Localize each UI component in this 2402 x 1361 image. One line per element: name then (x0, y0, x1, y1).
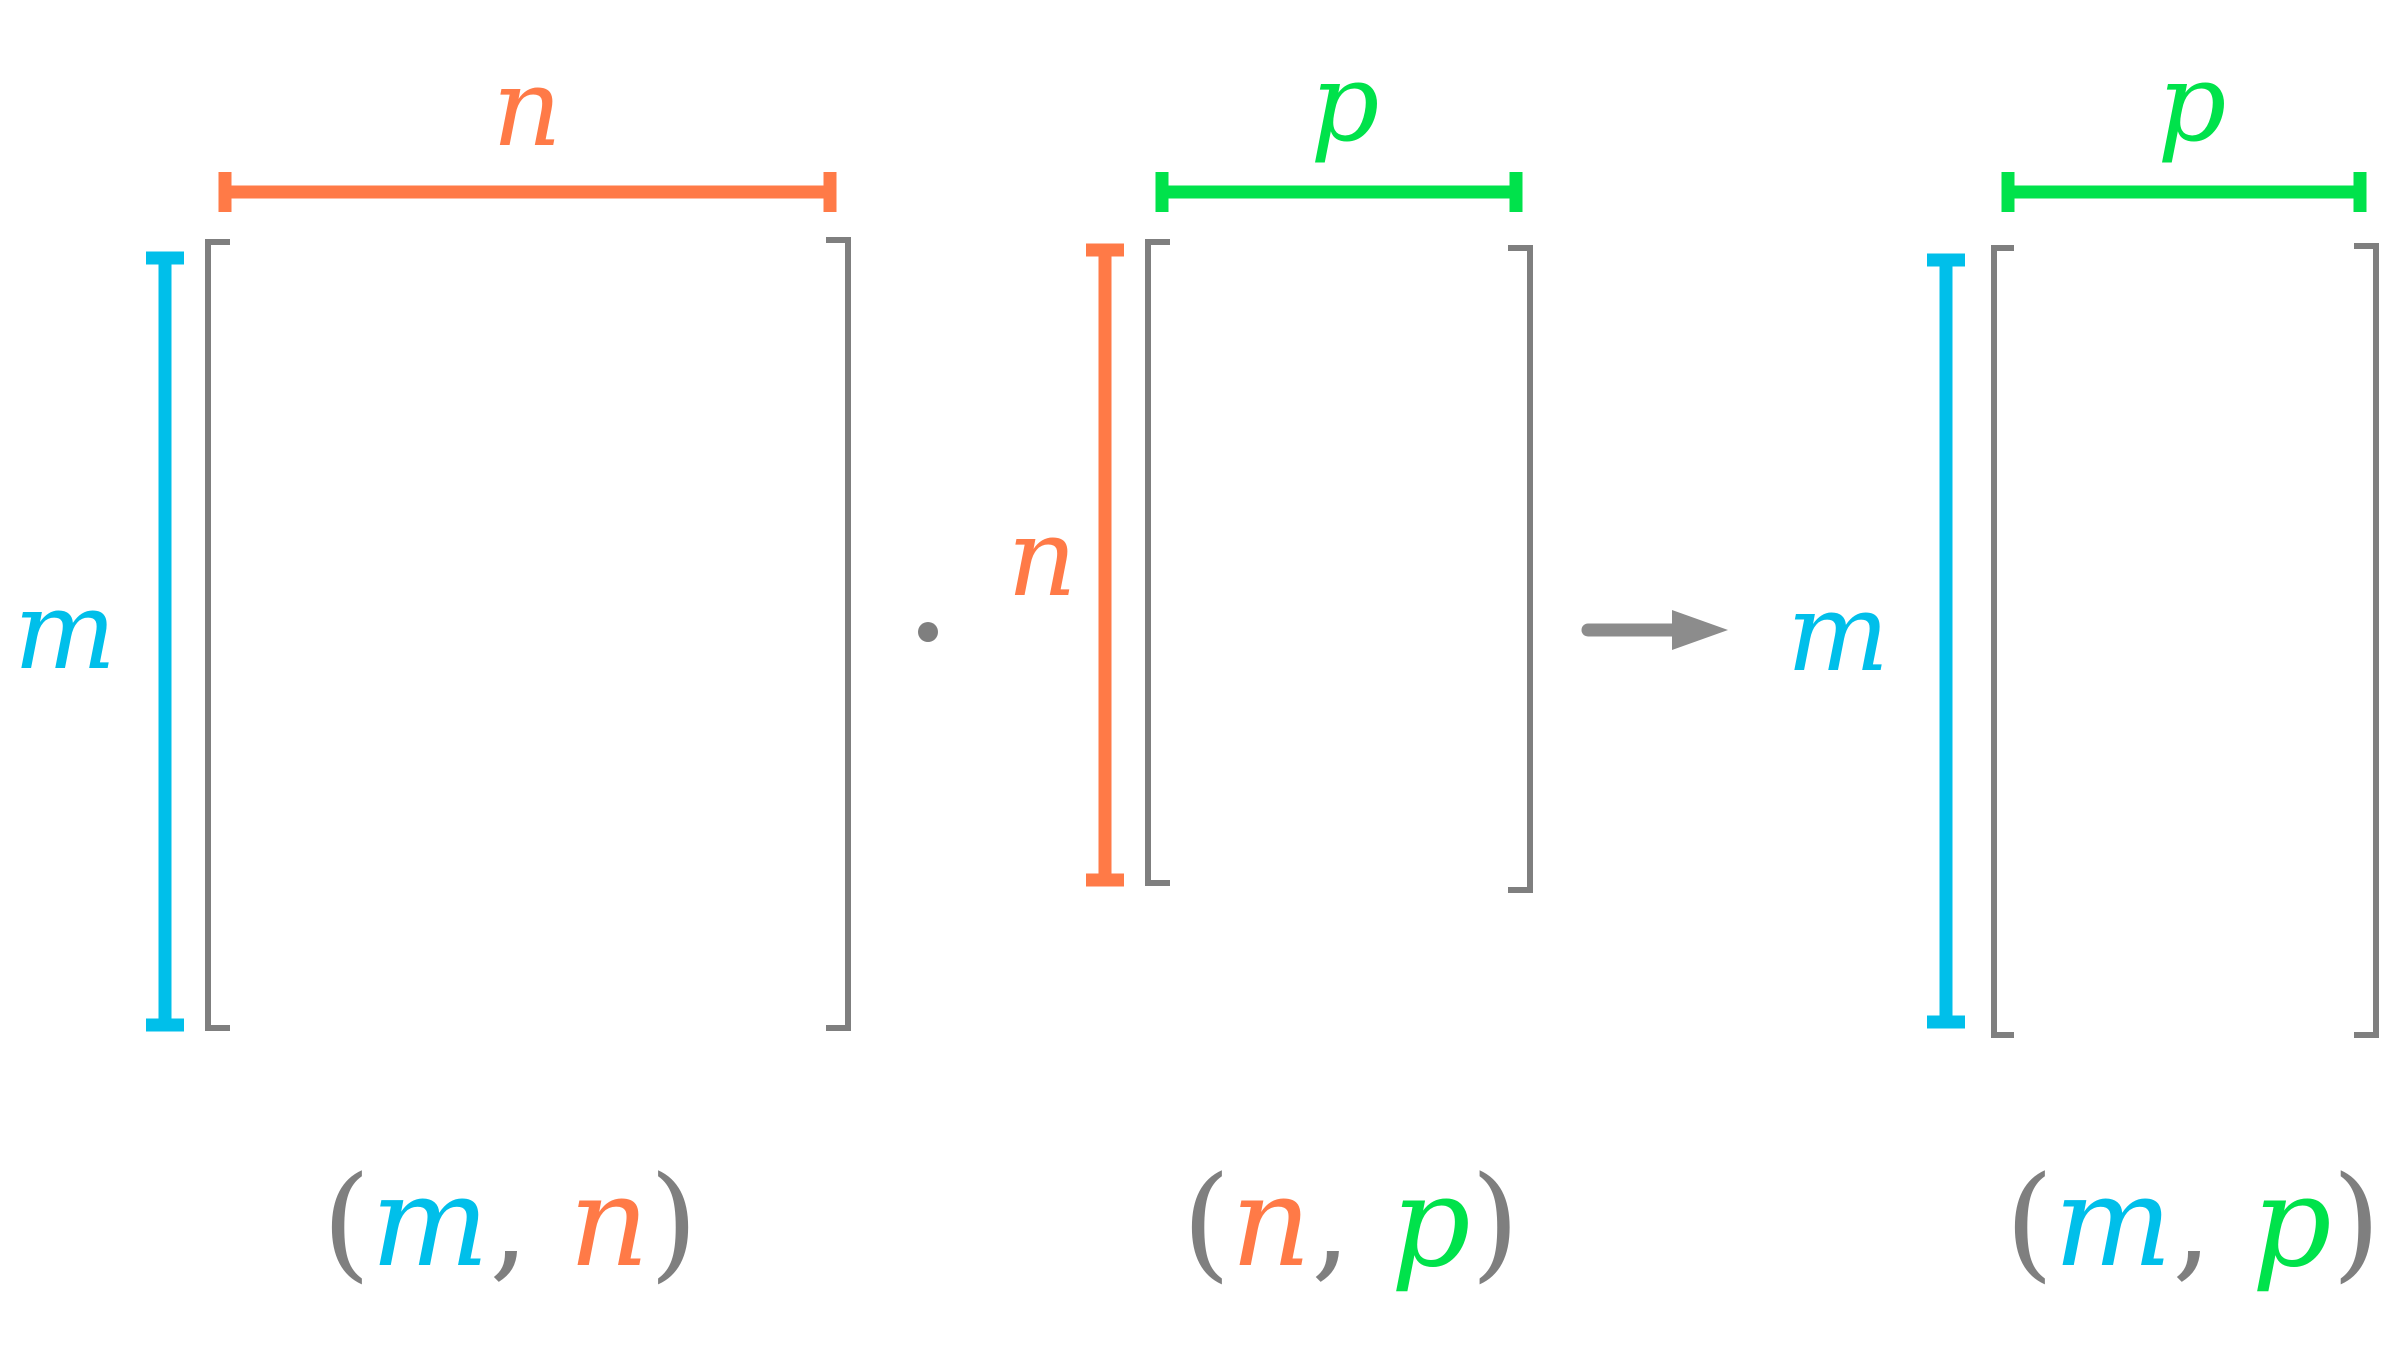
matrix-a-width-label: n (492, 46, 562, 171)
matrix-b-open-paren: ( (1182, 1150, 1231, 1295)
matrix-b-right-bracket (1508, 245, 1533, 893)
matrix-b-close-paren: ) (1471, 1150, 1520, 1295)
matrix-b-height-label: n (1007, 496, 1077, 621)
matrix-c-close-paren: ) (2332, 1150, 2381, 1295)
matrix-b-cols-symbol: p (1391, 1150, 1471, 1295)
matrix-a-comma: , (489, 1150, 529, 1295)
matrix-b-width-label: p (1310, 41, 1379, 166)
matrix-c-cols-symbol: p (2252, 1150, 2332, 1295)
matrix-b-width-bar (1155, 172, 1523, 212)
matrix-a: n m (m, n) (14, 46, 851, 1295)
matrix-b-rows-symbol: n (1231, 1150, 1312, 1295)
matrix-c: p m (m, p) (1787, 41, 2381, 1295)
matrix-c-open-paren: ( (2005, 1150, 2054, 1295)
matrix-c-width-bar (2001, 172, 2367, 212)
matrix-c-rows-symbol: m (2054, 1150, 2173, 1295)
matrix-a-shape-label: (m, n) (322, 1150, 698, 1295)
matrix-b-comma: , (1311, 1150, 1351, 1295)
matrix-a-open-paren: ( (322, 1150, 371, 1295)
matrix-b-height-bar (1086, 243, 1124, 887)
matrix-b: p n (n, p) (1007, 41, 1533, 1295)
matrix-a-left-bracket (205, 239, 230, 1031)
result-arrow (1581, 610, 1728, 650)
matrix-a-height-bar (146, 251, 184, 1032)
matrix-c-width-label: p (2157, 41, 2226, 166)
matrix-a-rows-symbol: m (371, 1150, 490, 1295)
matrix-c-left-bracket (1991, 245, 2014, 1038)
matrix-b-left-bracket (1145, 239, 1170, 886)
matrix-c-height-label: m (1787, 571, 1889, 696)
matrix-b-shape-label: (n, p) (1182, 1150, 1520, 1295)
matrix-c-shape-label: (m, p) (2005, 1150, 2381, 1295)
matrix-a-right-bracket (826, 237, 851, 1031)
matrix-a-cols-symbol: n (569, 1150, 650, 1295)
matrix-c-comma: , (2172, 1150, 2212, 1295)
matrix-c-right-bracket (2354, 243, 2379, 1038)
matrix-c-height-bar (1927, 253, 1965, 1029)
matrix-a-width-bar (218, 172, 837, 212)
matrix-a-height-label: m (14, 569, 116, 694)
matrix-a-close-paren: ) (649, 1150, 698, 1295)
multiplication-dot (918, 622, 938, 642)
